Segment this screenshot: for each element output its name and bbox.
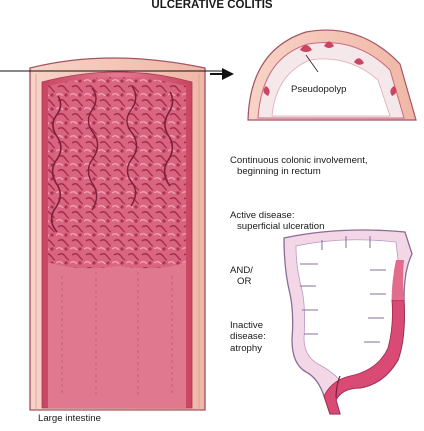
- inactive-label-line1: Inactive: [230, 320, 264, 331]
- ulcerated-mucosa: [48, 77, 186, 269]
- and-or-label-line1: AND/: [230, 265, 253, 276]
- pseudopolyp-label: Pseudopolyp: [291, 84, 347, 95]
- continuous-label-line2: beginning in rectum: [237, 166, 321, 177]
- smooth-mucosa: [48, 262, 186, 408]
- opened-intestine: [29, 57, 206, 411]
- inactive-label-line3: atrophy: [230, 343, 262, 354]
- colon-diagram: [283, 229, 413, 415]
- continuous-label-line1: Continuous colonic involvement,: [230, 155, 368, 166]
- large-intestine-label: Large intestine: [38, 413, 101, 424]
- arrow-icon: [222, 68, 234, 80]
- and-or-label-line2: OR: [237, 276, 252, 287]
- active-label-line2: superficial ulceration: [237, 221, 325, 232]
- pseudopolyp-closeup: [247, 29, 417, 121]
- page-title: ULCERATIVE COLITIS: [151, 0, 273, 11]
- inactive-label-line2: disease:: [230, 331, 266, 342]
- active-label-line1: Active disease:: [230, 210, 295, 221]
